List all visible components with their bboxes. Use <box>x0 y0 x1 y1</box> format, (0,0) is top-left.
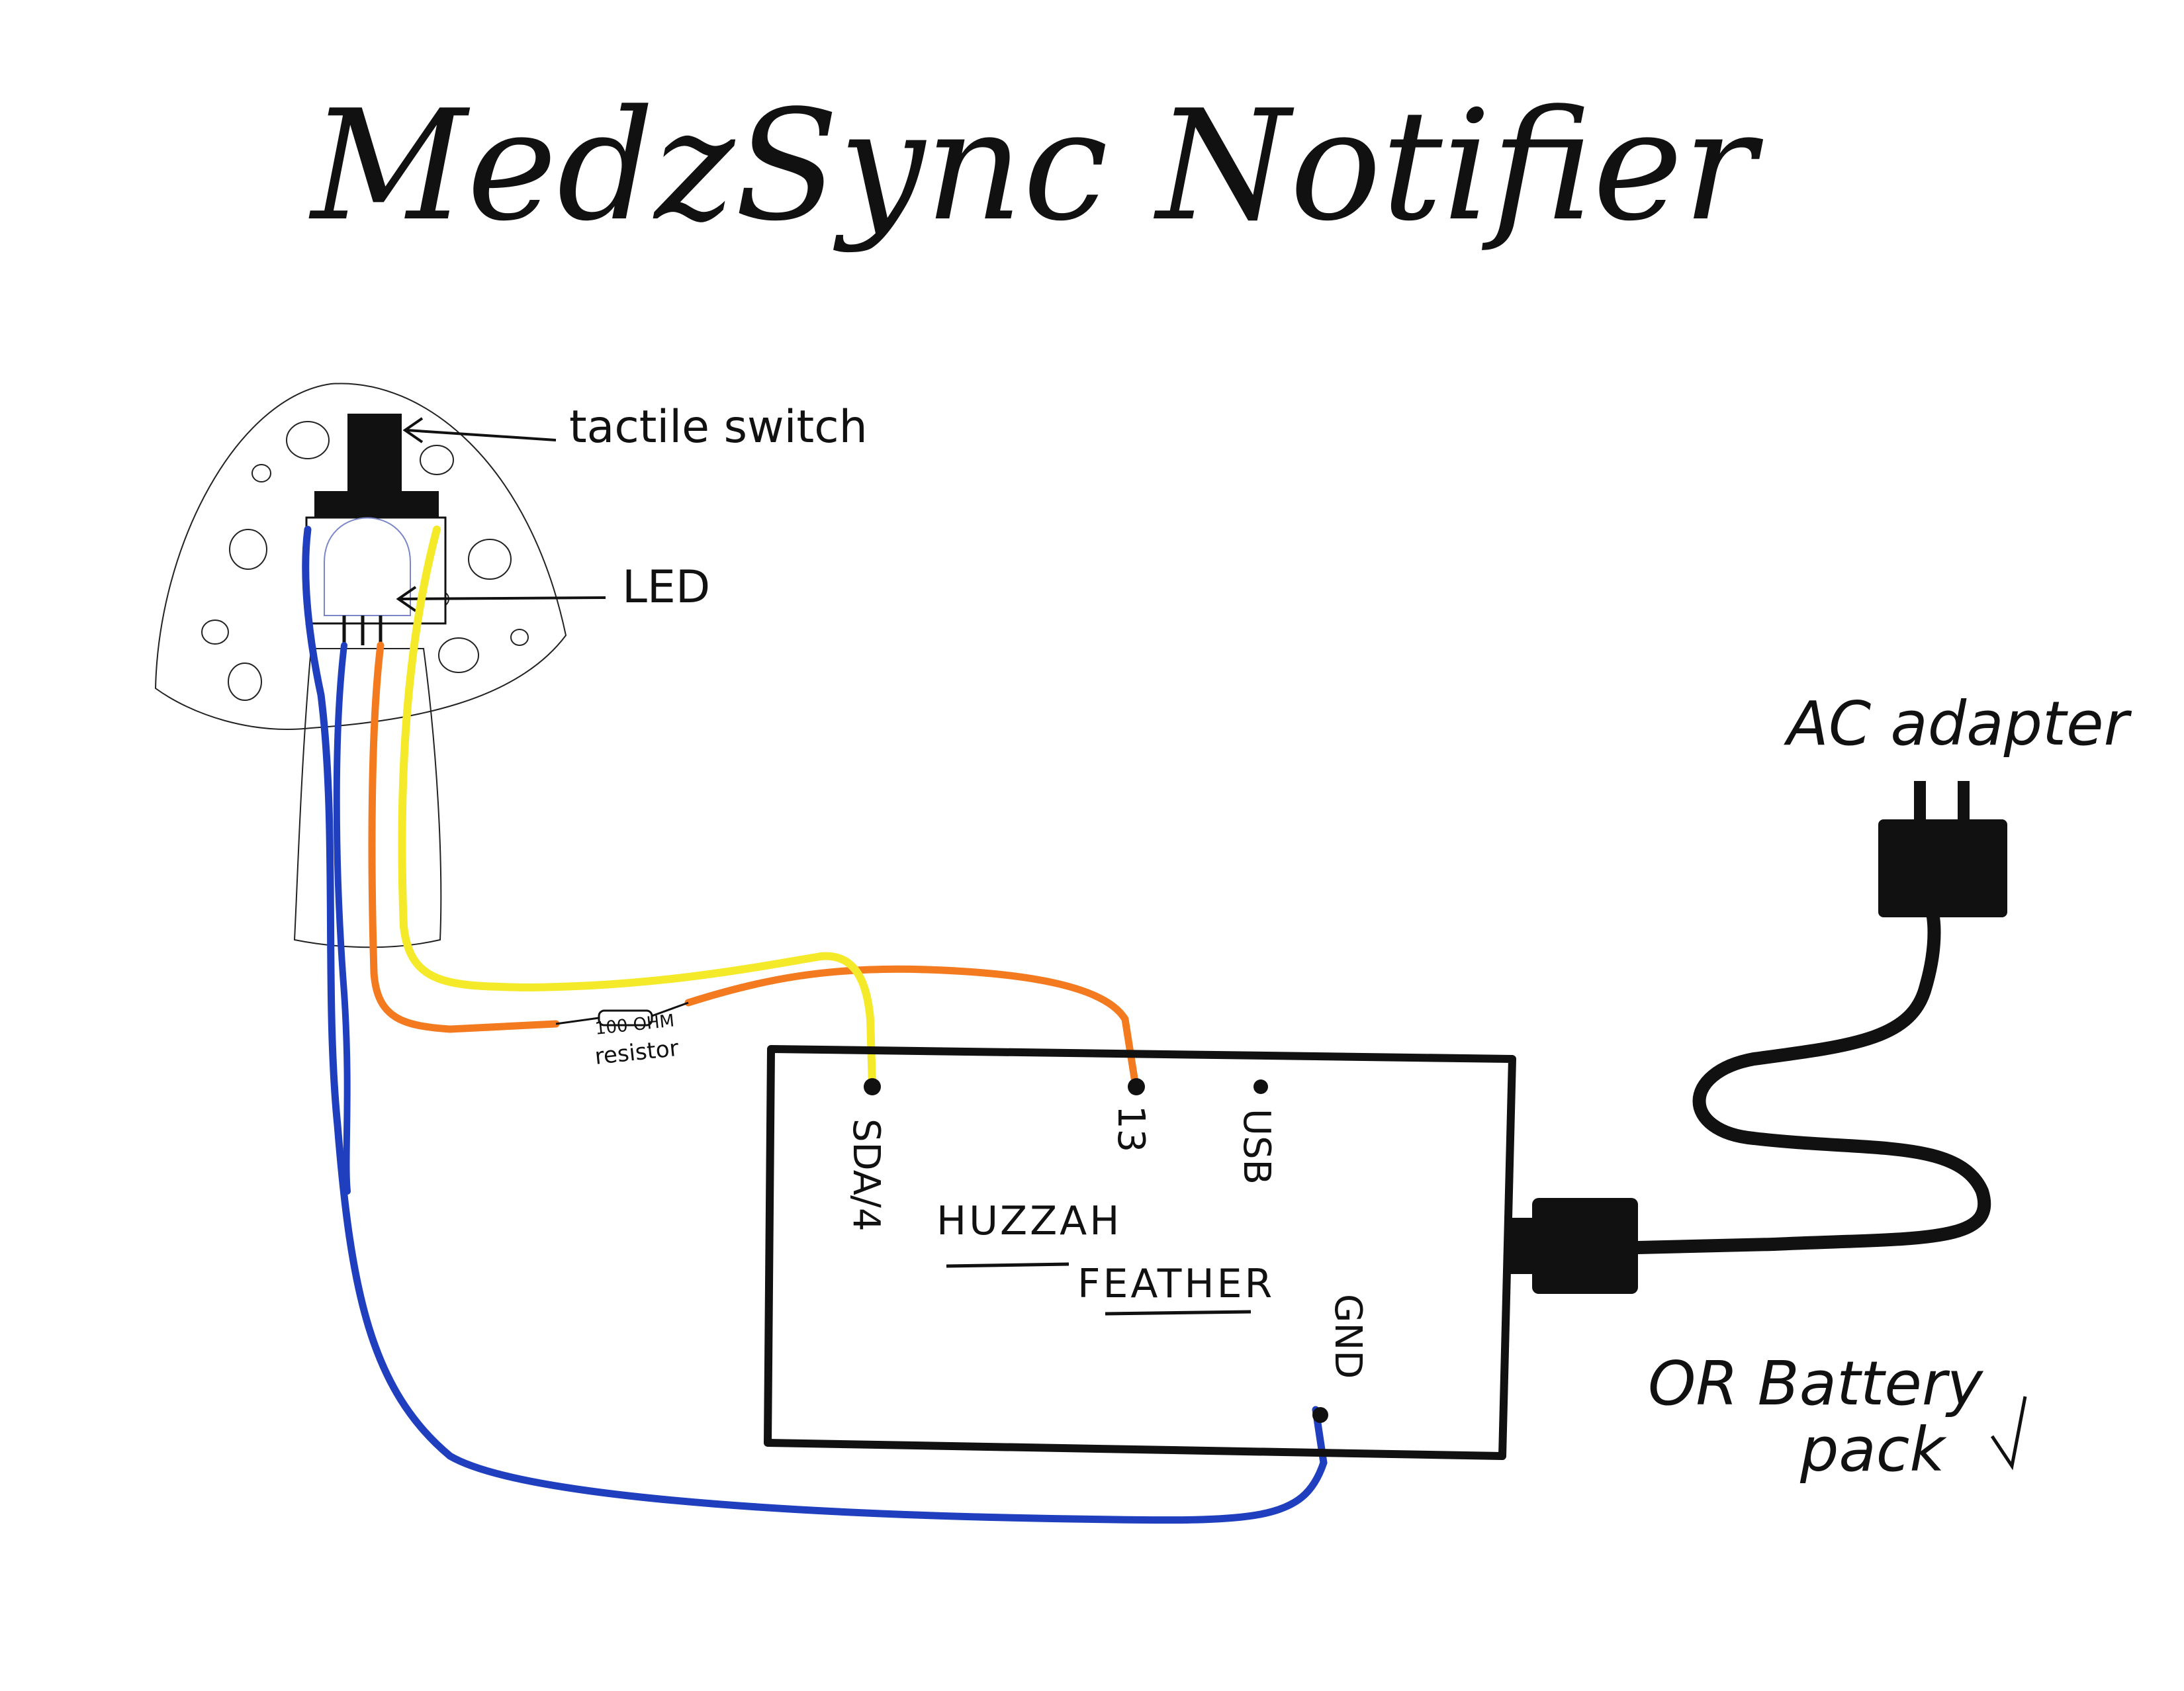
wire-orange-pin13 <box>368 641 560 1033</box>
microcontroller-board-icon <box>764 1045 1516 1460</box>
pin-usb-label: USB <box>1235 1109 1278 1185</box>
board-name-underline-1 <box>946 1262 1069 1268</box>
wire-orange-pin13-b <box>684 965 1139 1086</box>
led-icon <box>324 517 411 649</box>
battery-label-line2: pack <box>1799 1414 1947 1485</box>
wires <box>302 526 1328 1524</box>
ac-adapter-plug-icon <box>1878 781 2007 917</box>
wire-blue-led <box>333 642 351 1195</box>
checkmark-icon <box>1990 1396 2027 1471</box>
tactile-switch-label: tactile switch <box>569 401 868 453</box>
power-connector-icon <box>1506 1198 1638 1294</box>
led-label: LED <box>622 561 710 614</box>
board-name-underline-2 <box>1105 1310 1251 1316</box>
resistor-label: resistor <box>594 1035 680 1070</box>
board-name-line2: FEATHER <box>1077 1261 1275 1307</box>
battery-label-line1: OR Battery <box>1648 1348 1984 1419</box>
wire-yellow-sda <box>398 526 876 1089</box>
pin-gnd-label: GND <box>1326 1294 1369 1379</box>
pin-13-label: 13 <box>1109 1105 1152 1152</box>
resistor-value-label: 100 OHM <box>594 1011 676 1039</box>
resistor-icon <box>555 1001 689 1027</box>
diagram-title: MedzSync Notifier <box>308 78 1764 255</box>
power-cable-icon <box>1631 907 1991 1254</box>
annotation-arrows <box>396 417 606 612</box>
board-name-line1: HUZZAH <box>936 1198 1122 1244</box>
ac-adapter-label: AC adapter <box>1784 688 2132 759</box>
wire-blue-gnd <box>302 526 1328 1524</box>
pin-sda-label: SDA/4 <box>844 1119 887 1232</box>
